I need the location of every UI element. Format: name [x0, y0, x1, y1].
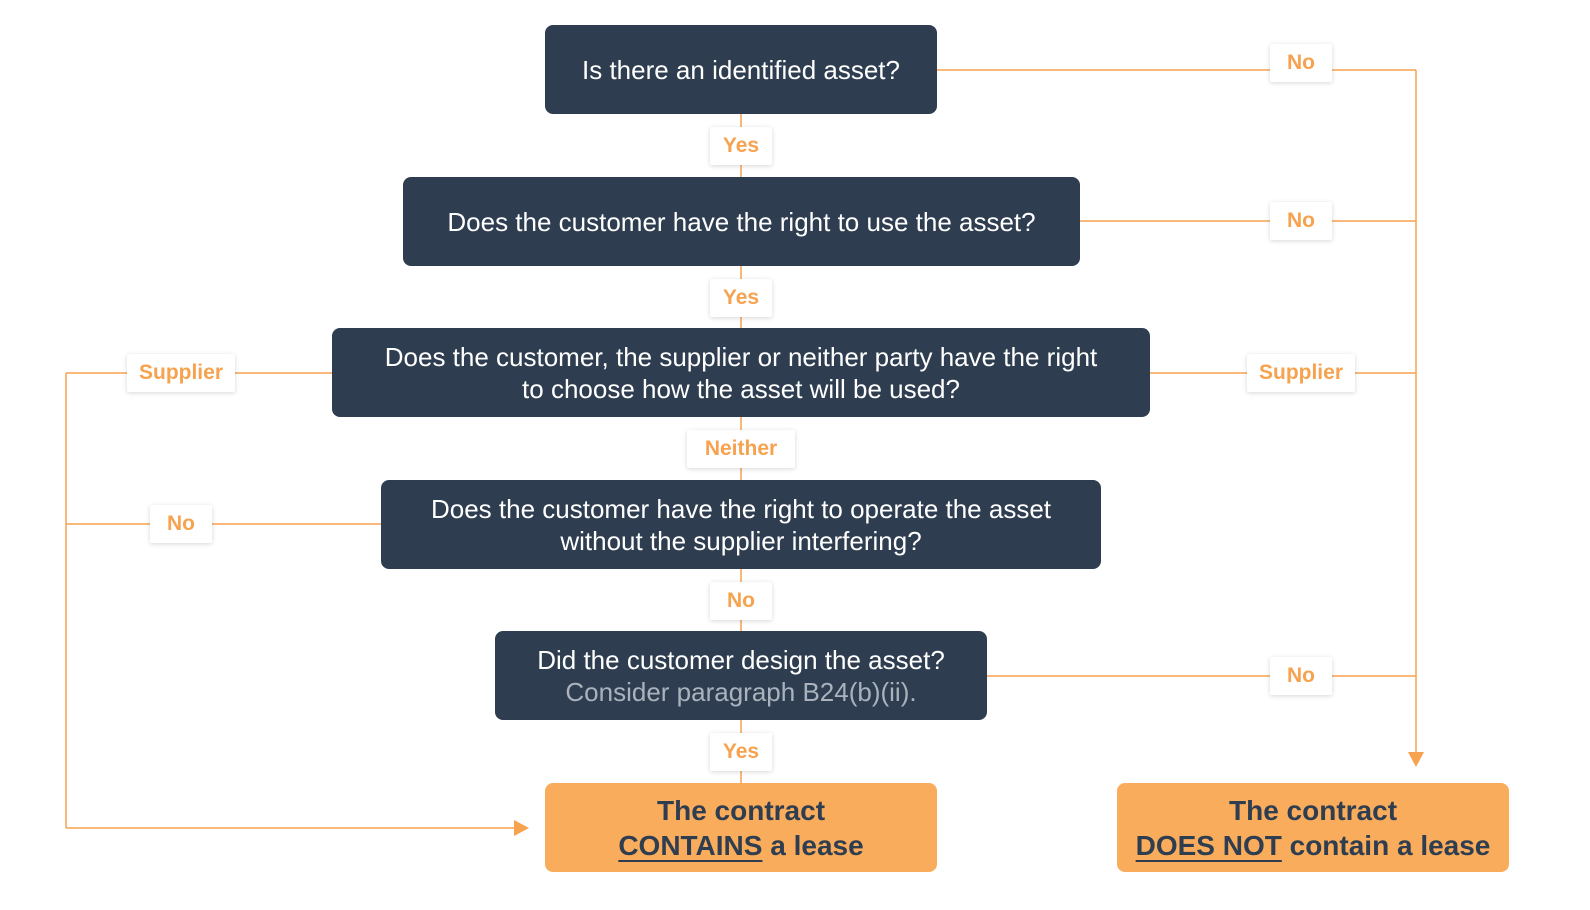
label-q3-neither: Neither	[687, 430, 795, 468]
result-not-contains-emphasis: DOES NOT	[1135, 829, 1282, 861]
label-q2-yes: Yes	[710, 279, 772, 317]
result-contains-rest: a lease	[762, 829, 864, 861]
result-contains-lease: The contract CONTAINS a lease	[545, 783, 937, 872]
result-does-not-contain-lease: The contract DOES NOT contain a lease	[1117, 783, 1509, 872]
question-customer-design-line1: Did the customer design the asset?	[537, 644, 945, 675]
label-q1-no: No	[1270, 44, 1332, 82]
question-customer-design: Did the customer design the asset? Consi…	[495, 631, 987, 720]
arrowhead-left-right	[514, 820, 529, 836]
question-identified-asset: Is there an identified asset?	[545, 25, 937, 114]
result-not-contains-line2: DOES NOT contain a lease	[1136, 828, 1491, 863]
question-right-to-operate-line1: Does the customer have the right to oper…	[430, 493, 1052, 524]
question-right-to-use: Does the customer have the right to use …	[403, 177, 1080, 266]
result-contains-emphasis: CONTAINS	[618, 829, 763, 861]
label-q5-no: No	[1270, 657, 1332, 695]
label-q3-supplier-right: Supplier	[1247, 354, 1355, 392]
question-right-to-direct-line2: to choose how the asset will be used?	[522, 373, 960, 404]
question-identified-asset-text: Is there an identified asset?	[582, 54, 900, 85]
question-right-to-direct: Does the customer, the supplier or neith…	[332, 328, 1150, 417]
label-q1-yes: Yes	[710, 127, 772, 165]
arrowhead-right-down	[1408, 752, 1424, 767]
label-q4-no-down: No	[710, 582, 772, 620]
label-q5-yes: Yes	[710, 733, 772, 771]
label-q4-no-left: No	[150, 505, 212, 543]
question-right-to-operate-line2: without the supplier interfering?	[560, 525, 922, 556]
question-right-to-direct-line1: Does the customer, the supplier or neith…	[384, 341, 1098, 372]
label-q3-supplier-left: Supplier	[127, 354, 235, 392]
result-contains-line1: The contract	[656, 794, 826, 826]
result-contains-line2: CONTAINS a lease	[618, 828, 863, 863]
question-right-to-use-text: Does the customer have the right to use …	[447, 206, 1036, 237]
label-q2-no: No	[1270, 202, 1332, 240]
result-not-contains-rest: contain a lease	[1281, 829, 1491, 861]
result-not-contains-line1: The contract	[1228, 794, 1398, 826]
question-customer-design-line2: Consider paragraph B24(b)(ii).	[565, 676, 917, 707]
question-right-to-operate: Does the customer have the right to oper…	[381, 480, 1101, 569]
